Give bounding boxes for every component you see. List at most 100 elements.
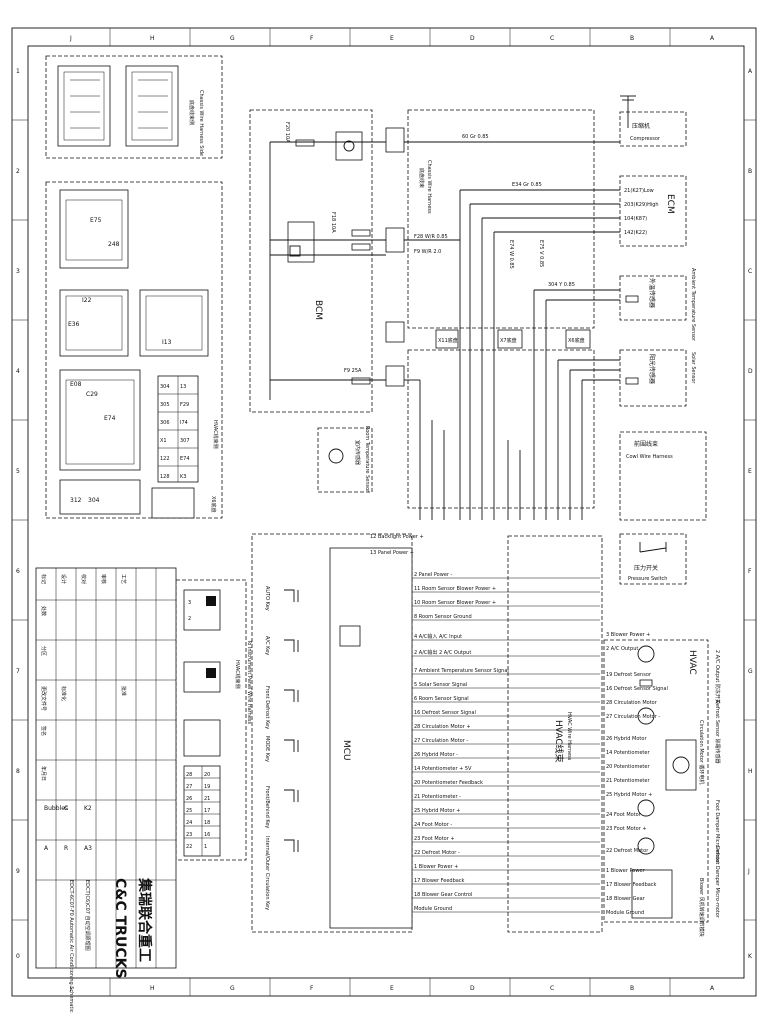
hvac-pin-2: 19 Defrost Sensor bbox=[606, 672, 652, 678]
hvac-label: HVAC bbox=[687, 650, 697, 675]
chassis-harness-box-lower bbox=[407, 349, 595, 509]
fuse-f18 bbox=[351, 229, 371, 251]
mcu-pin-24: 18 Blower Gear Control bbox=[414, 892, 472, 898]
mcu-pin-0: 12 Backlight Power + bbox=[370, 534, 424, 540]
mcu-pin-23: 17 Blower Feedback bbox=[414, 878, 465, 884]
ecm-box bbox=[619, 175, 687, 247]
company-cn: 集瑞联合重工 bbox=[136, 877, 153, 962]
row-ticks bbox=[12, 119, 756, 921]
mcu-box bbox=[329, 547, 413, 929]
chassis-connectors-panel bbox=[45, 181, 223, 519]
chassis-harness-cn: 底盘线束 bbox=[418, 168, 425, 188]
hvac-pin-5: 27 Circulation Motor - bbox=[606, 714, 660, 720]
pin-e74: E74 bbox=[104, 415, 116, 422]
room-sensor-en: Room Temperature Sensor bbox=[364, 426, 370, 493]
hvac-pin-1: 2 A/C Output bbox=[606, 646, 638, 652]
title-block bbox=[35, 567, 177, 969]
mcu-pin-17: 21 Potentiometer - bbox=[414, 794, 461, 800]
tbl-11: K3 bbox=[180, 474, 186, 480]
gp-3: 19 bbox=[204, 784, 210, 790]
mcu-pin-2: 2 Panel Power - bbox=[414, 572, 453, 578]
tbl-10: E74 bbox=[180, 456, 190, 462]
bcm-box bbox=[249, 109, 373, 413]
chassis-side-panel bbox=[45, 55, 223, 159]
grid-col-b8: A bbox=[710, 985, 715, 992]
gp-15: 2 bbox=[188, 616, 191, 622]
conn-x11: X11底盘 bbox=[438, 337, 458, 344]
gp-12: 16 bbox=[204, 832, 210, 838]
pressure-en: Pressure Switch bbox=[628, 576, 667, 582]
gp-13: 1 bbox=[204, 844, 207, 850]
mcu-pin-21: 22 Defrost Motor - bbox=[414, 850, 460, 856]
tbl-2: 306 bbox=[160, 420, 170, 426]
key-ac: A/C Key bbox=[264, 636, 270, 655]
key-circulation: Internal/Outer Circulation Key bbox=[264, 836, 270, 910]
mcu-hvac-wires bbox=[412, 577, 600, 913]
chassis-side-title-en: Chassis Wire Harness Side bbox=[198, 90, 204, 156]
gp-5: 25 bbox=[186, 808, 192, 814]
column-ticks bbox=[109, 28, 671, 996]
room-sensor-cn: 室内传感器 bbox=[354, 440, 361, 465]
grid-row-4: 5 bbox=[16, 468, 20, 475]
hvac-pin-11: 24 Foot Motor bbox=[606, 812, 642, 818]
lc-5: A3 bbox=[84, 845, 92, 852]
hvac-pin-0: 3 Blower Power + bbox=[606, 632, 650, 638]
ch-x6-label: X6底盘 bbox=[210, 496, 217, 513]
hvac-harness-en: HVAC Wire Harness bbox=[566, 712, 572, 761]
connector-top bbox=[57, 65, 179, 147]
pressure-cn: 压力开关 bbox=[634, 564, 658, 572]
inner-frame bbox=[27, 45, 745, 979]
wire-w2: E34 Gr 0.85 bbox=[512, 182, 542, 188]
compressor-box bbox=[619, 111, 687, 147]
ambient-cn: 外温传感器 bbox=[648, 278, 656, 308]
hvac-dev-5: Blower 风机转速调节模块 bbox=[698, 878, 705, 937]
fuse-f20 bbox=[295, 139, 315, 147]
grid-row-0: 1 bbox=[16, 68, 20, 75]
ambient-sensor-box bbox=[619, 275, 687, 321]
mcu-pin-7: 2 A/C输出 2 A/C Output bbox=[414, 649, 471, 656]
pin-e08: E08 bbox=[70, 381, 82, 388]
pin-table bbox=[157, 375, 199, 483]
mcu-pin-18: 25 Hybrid Motor + bbox=[414, 808, 460, 814]
ambient-en: Ambient Temperature Sensor bbox=[690, 268, 696, 342]
relay-top bbox=[335, 131, 363, 161]
hvac-module-box bbox=[603, 639, 709, 923]
lc-4: R bbox=[64, 845, 68, 852]
solar-cn: 阳光传感器 bbox=[648, 354, 656, 384]
mcu-label: MCU bbox=[341, 740, 351, 761]
grid-col-b6: C bbox=[550, 985, 554, 992]
pin-c29: C29 bbox=[86, 391, 98, 398]
mcu-pin-20: 23 Foot Motor + bbox=[414, 836, 455, 842]
mcu-pin-3: 11 Room Sensor Blower Power + bbox=[414, 586, 496, 592]
key-switches bbox=[284, 589, 361, 852]
legend-0: 标记 bbox=[40, 574, 47, 584]
grid-row-r4: E bbox=[748, 468, 752, 475]
solar-en: Solar Sensor bbox=[690, 352, 696, 384]
solar-sensor-box bbox=[619, 349, 687, 407]
hvac-pin-15: 17 Blower Feedback bbox=[606, 882, 657, 888]
mcu-pin-1: 13 Panel Power + bbox=[370, 550, 414, 556]
lc-3: A bbox=[44, 845, 49, 852]
mcu-pin-9: 5 Solar Sensor Signal bbox=[414, 682, 467, 688]
grid-row-1: 2 bbox=[16, 168, 20, 175]
chassis-harness-box bbox=[407, 109, 595, 329]
tbl-5: 128 bbox=[160, 474, 170, 480]
grid-row-2: 3 bbox=[16, 268, 20, 275]
grid-row-3: 4 bbox=[16, 368, 20, 375]
grid-letters-top: J H G F E D C B A bbox=[69, 35, 715, 42]
mcu-pin-6: 4 A/C输入 A/C Input bbox=[414, 633, 462, 640]
mcu-pin-11: 16 Defrost Sensor Signal bbox=[414, 710, 476, 716]
grid-row-9: 0 bbox=[16, 953, 20, 960]
ecm-pin-1: 203(K29)High bbox=[624, 202, 659, 208]
grid-col-b4: E bbox=[390, 985, 394, 992]
grid-row-8: 9 bbox=[16, 868, 20, 875]
key-defrost: Front Defrost Key bbox=[264, 686, 270, 729]
legend-r4b: 批准 bbox=[120, 686, 127, 696]
grid-col-6: C bbox=[550, 35, 554, 42]
mcu-pin-4: 10 Room Sensor Blower Power + bbox=[414, 600, 496, 606]
tbl-8: I74 bbox=[180, 420, 188, 426]
chassis-harness-en: Chassis Wire Harness bbox=[426, 160, 432, 214]
hvac-pin-3: 16 Defrost Sensor Signal bbox=[606, 686, 668, 692]
ecm-label: ECM bbox=[665, 194, 675, 214]
hvac-pin-4: 28 Circulation Motor bbox=[606, 700, 658, 706]
